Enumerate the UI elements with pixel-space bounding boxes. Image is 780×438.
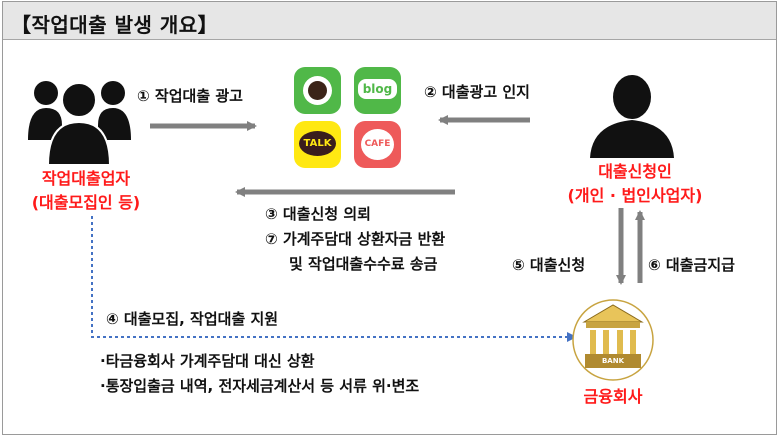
title-bar: 【작업대출 발생 개요】 (3, 2, 776, 40)
people-group-icon (28, 81, 131, 166)
cafe-app-icon: CAFE (354, 121, 401, 168)
step-5-label: ⑤ 대출신청 (512, 256, 586, 274)
arrow-broker-to-bank (91, 216, 577, 342)
step-3-label: ③ 대출신청 의뢰 (265, 205, 371, 223)
step-4-label: ④ 대출모집, 작업대출 지원 (106, 310, 279, 328)
naver-app-icon (294, 67, 341, 114)
kakaotalk-app-icon: TALK (294, 121, 341, 168)
bank-badge: BANK (601, 357, 625, 365)
bank-name: 금융회사 (583, 387, 643, 406)
broker-sub: (대출모집인 등) (31, 193, 141, 212)
diagram-title: 【작업대출 발생 개요】 (11, 13, 219, 37)
note-2: ·통장입출금 내역, 전자세금계산서 등 서류 위·변조 (100, 377, 420, 395)
applicant-sub: (개인 · 법인사업자) (567, 186, 703, 205)
bank-icon (572, 299, 654, 381)
note-1: ·타금융회사 가계주담대 대신 상환 (100, 352, 315, 370)
step-2-label: ② 대출광고 인지 (424, 83, 530, 101)
step-7-label: ⑦ 가계주담대 상환자금 반환 (265, 230, 446, 248)
step-7-label-line2: 및 작업대출수수료 송금 (289, 255, 438, 273)
blog-app-icon: blog (354, 67, 401, 114)
applicant-name: 대출신청인 (598, 162, 672, 181)
blog-label: blog (358, 79, 397, 99)
cafe-label: CAFE (361, 129, 394, 160)
step-1-label: ① 작업대출 광고 (137, 87, 243, 105)
step-6-label: ⑥ 대출금지급 (648, 256, 735, 274)
talk-label: TALK (299, 131, 336, 156)
broker-name: 작업대출업자 (41, 169, 131, 188)
person-icon (590, 75, 674, 158)
